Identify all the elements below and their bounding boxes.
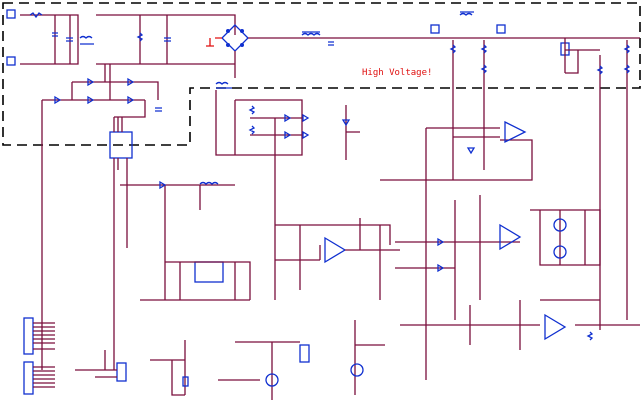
- wire-segment: [120, 184, 235, 300]
- diode-icon: [159, 180, 167, 190]
- bridge-rectifier: [206, 24, 640, 78]
- wire-segment: [275, 218, 391, 300]
- input-connector-j2: [6, 56, 16, 66]
- regulator-ic: [109, 131, 133, 159]
- test-point: [430, 24, 440, 34]
- transformer-t4-icon: [215, 81, 232, 89]
- wire-segment: [75, 350, 117, 378]
- resistor-icon: [136, 32, 144, 42]
- connectors: [23, 317, 385, 400]
- transistor-icon: [553, 218, 567, 232]
- wire-segment: [345, 105, 533, 380]
- hv-feedback: [430, 11, 631, 330]
- wire-segment: [215, 90, 303, 300]
- aux-supply: [41, 64, 162, 370]
- wire-segment: [206, 37, 222, 47]
- wire-segment: [240, 43, 244, 47]
- wire-segment: [96, 14, 236, 65]
- inductor-icon: [301, 31, 321, 36]
- wire-segment: [140, 261, 251, 301]
- input-section: [6, 9, 236, 66]
- capacitor-icon: [164, 37, 171, 42]
- connector: [299, 344, 310, 363]
- wire-segment: [564, 38, 600, 74]
- wire-segment: [354, 320, 385, 395]
- wire-segment: [20, 14, 79, 65]
- wire-segment: [530, 209, 601, 266]
- resistor-icon: [586, 331, 594, 341]
- wire-segment: [33, 322, 55, 388]
- capacitor-icon: [328, 41, 334, 46]
- zener-diode-icon: [466, 147, 476, 155]
- output-stage: [400, 299, 640, 350]
- high-voltage-warning: High Voltage!: [362, 68, 432, 78]
- wire-segment: [218, 341, 300, 400]
- capacitor-icon: [52, 32, 73, 42]
- connector-con2: [23, 361, 34, 395]
- fuse-icon: [29, 12, 43, 19]
- wire-segment: [345, 195, 520, 320]
- transistor-icon: [265, 373, 279, 387]
- diode-icon: [284, 113, 310, 140]
- connector: [116, 362, 127, 382]
- resistor-icon: [248, 105, 256, 135]
- wire-segment: [226, 29, 230, 33]
- inductor-icon: [199, 181, 219, 185]
- wire-segment: [139, 15, 168, 64]
- secondary-rectifier: [215, 81, 310, 300]
- op-amp-icon: [324, 236, 347, 264]
- thermistor-icon: [182, 376, 189, 387]
- test-point: [496, 24, 506, 34]
- transistor-icon: [553, 245, 567, 259]
- wire-segment: [240, 29, 244, 33]
- feedback-amplifiers: [120, 105, 601, 380]
- transistor-icon: [350, 363, 364, 377]
- op-amp-icon: [504, 120, 527, 144]
- input-connector-j1: [6, 9, 16, 19]
- resistor-icon: [449, 44, 631, 75]
- wire-segment: [400, 299, 640, 350]
- high-voltage-boundary: [2, 2, 641, 146]
- diode-icon: [437, 237, 445, 273]
- wire-segment: [113, 100, 146, 370]
- transformer-t1-icon: [79, 35, 94, 45]
- wire-segment: [150, 340, 186, 396]
- op-amp-icon: [499, 223, 522, 251]
- wire-segment: [452, 40, 628, 330]
- connector-con1: [23, 317, 34, 355]
- zener-diode-icon: [341, 119, 351, 127]
- wire-segment: [226, 43, 230, 47]
- regulator-ic: [194, 261, 224, 283]
- wire-segment: [2, 2, 641, 146]
- inductor-icon: [459, 11, 474, 16]
- capacitor-icon: [155, 107, 162, 112]
- wire-segment: [54, 15, 71, 64]
- wire-segment: [234, 37, 640, 78]
- op-amp-icon: [544, 313, 567, 341]
- diode-icon: [54, 77, 135, 105]
- wire-segment: [41, 64, 159, 370]
